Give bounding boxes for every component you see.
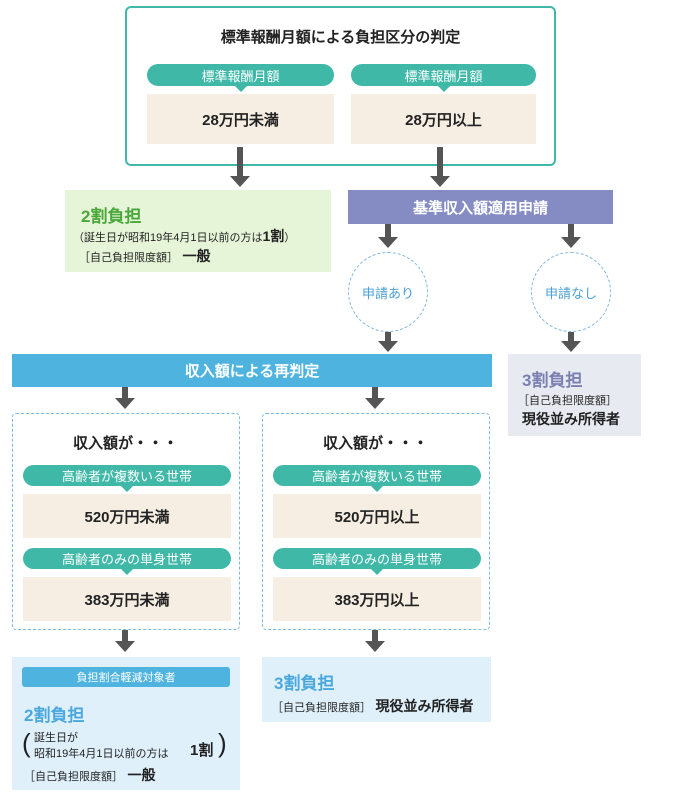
single-household-label: 高齢者のみの単身世帯	[273, 548, 481, 575]
multi-household-value: 520万円未満	[23, 494, 231, 538]
single-household-value: 383万円未満	[23, 577, 231, 621]
limit-row: ［自己負担限度額］ 現役並み所得者	[272, 698, 474, 714]
three-tenths-burden-box-bottom: 3割負担 ［自己負担限度額］ 現役並み所得者	[262, 657, 491, 722]
rejudge-bar: 収入額による再判定	[12, 354, 492, 387]
limit-row: ［自己負担限度額］ 一般	[79, 248, 211, 264]
arrow-down-application-yes	[378, 224, 398, 250]
arrow-down-income-right	[365, 630, 385, 654]
arrow-down-right-top	[430, 147, 450, 187]
income-heading: 収入額が・・・	[73, 435, 179, 452]
application-bar: 基準収入額適用申請	[348, 190, 613, 224]
arrow-down-rejudge-left	[115, 387, 135, 411]
birthday-note: ( 誕生日が 昭和19年4月1日以前の方は 1割 )	[22, 728, 227, 760]
arrow-down-rejudge-right	[365, 387, 385, 411]
limit-value: 現役並み所得者	[522, 411, 620, 427]
application-no-circle: 申請なし	[531, 252, 611, 332]
header-title: 標準報酬月額による負担区分の判定	[220, 29, 461, 46]
arrow-down-no	[561, 332, 581, 354]
standard-monthly-remuneration-box: 標準報酬月額による負担区分の判定 標準報酬月額 28万円未満 標準報酬月額 28…	[125, 6, 556, 166]
limit-row: ［自己負担限度額］ 一般	[24, 767, 156, 783]
arrow-down-left-top	[230, 147, 250, 187]
burden-title: 3割負担	[274, 674, 335, 693]
burden-title: 2割負担	[81, 207, 142, 226]
reduced-burden-box: 負担割合軽減対象者 2割負担 ( 誕生日が 昭和19年4月1日以前の方は 1割 …	[12, 657, 240, 790]
left-remuneration-value: 28万円未満	[147, 94, 334, 144]
birthday-note: （誕生日が昭和19年4月1日以前の方は1割）	[73, 228, 296, 244]
multi-household-value: 520万円以上	[273, 494, 481, 538]
reduced-burden-badge: 負担割合軽減対象者	[22, 667, 230, 687]
three-tenths-burden-box: 3割負担 ［自己負担限度額］ 現役並み所得者	[508, 354, 641, 436]
left-remuneration-label: 標準報酬月額	[147, 64, 334, 92]
multi-household-label: 高齢者が複数いる世帯	[273, 465, 481, 492]
single-household-label: 高齢者のみの単身世帯	[23, 548, 231, 575]
application-yes-circle: 申請あり	[348, 252, 428, 332]
two-tenths-burden-box: 2割負担 （誕生日が昭和19年4月1日以前の方は1割） ［自己負担限度額］ 一般	[65, 190, 331, 272]
arrow-down-application-no	[561, 224, 581, 250]
income-above-box: 収入額が・・・ 高齢者が複数いる世帯 520万円以上 高齢者のみの単身世帯 38…	[262, 413, 490, 630]
right-remuneration-label: 標準報酬月額	[351, 64, 536, 92]
income-heading: 収入額が・・・	[323, 435, 429, 452]
income-below-box: 収入額が・・・ 高齢者が複数いる世帯 520万円未満 高齢者のみの単身世帯 38…	[12, 413, 240, 630]
multi-household-label: 高齢者が複数いる世帯	[23, 465, 231, 492]
burden-title: 3割負担	[522, 371, 583, 390]
right-remuneration-value: 28万円以上	[351, 94, 536, 144]
single-household-value: 383万円以上	[273, 577, 481, 621]
burden-title: 2割負担	[24, 706, 85, 725]
limit-label: ［自己負担限度額］	[518, 395, 617, 407]
arrow-down-yes	[378, 332, 398, 354]
arrow-down-income-left	[115, 630, 135, 654]
